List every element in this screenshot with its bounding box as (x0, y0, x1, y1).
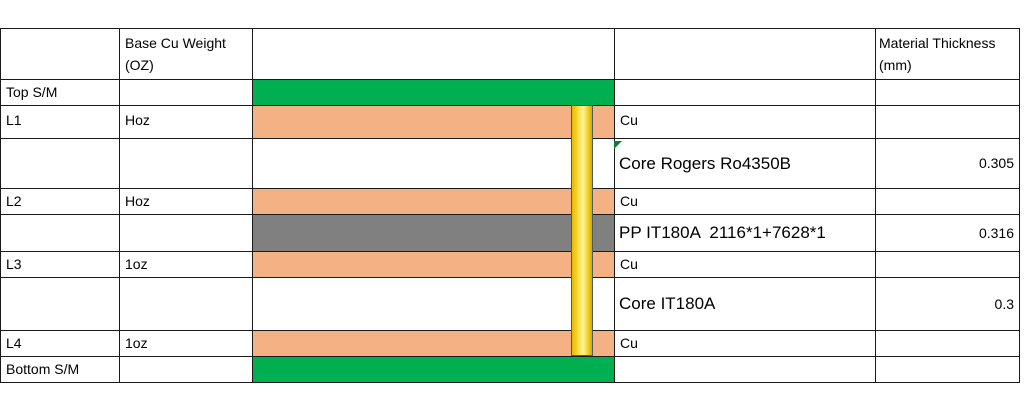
material-name: Cu (620, 193, 638, 209)
grid-line (0, 28, 1, 383)
grid-line (0, 214, 1020, 215)
grid-line (252, 28, 253, 383)
thickness-value: 0.316 (978, 225, 1014, 241)
layer-label: Top S/M (6, 84, 58, 100)
prepreg-band (253, 215, 614, 251)
grid-line (0, 105, 1020, 106)
grid-line (0, 188, 1020, 189)
grid-line (0, 28, 1020, 29)
cu-weight: Hoz (125, 112, 150, 128)
layer-label: L2 (6, 193, 22, 209)
material-name: Cu (620, 335, 638, 351)
material-name: PP IT180A 2116*1+7628*1 (619, 223, 826, 242)
cu-weight: Hoz (125, 193, 150, 209)
plated-via-graphic (571, 105, 593, 356)
grid-line (1019, 28, 1020, 383)
layer-label: Bottom S/M (6, 361, 80, 377)
grid-line (0, 330, 1020, 331)
grid-line (0, 277, 1020, 278)
layer-label: L1 (6, 112, 22, 128)
grid-line (0, 138, 1020, 139)
material-name: Cu (620, 256, 638, 272)
thickness-value: 0.3 (994, 296, 1014, 312)
header-base-cu: Base Cu Weight (OZ) (119, 28, 252, 79)
material-name: Cu (620, 112, 638, 128)
grid-line (875, 28, 876, 383)
header-base-cu-label: Base Cu Weight (125, 35, 226, 51)
cell-comment-marker (614, 141, 622, 149)
l4-copper-band (253, 331, 614, 356)
material-name: Core Rogers Ro4350B (619, 154, 791, 173)
thickness-value: 0.305 (978, 155, 1014, 171)
cu-weight: 1oz (125, 335, 148, 351)
grid-line (0, 251, 1020, 252)
grid-line (0, 79, 1020, 80)
header-thickness: Material Thickness (mm) (875, 28, 1020, 79)
grid-line (119, 28, 120, 383)
material-name: Core IT180A (619, 294, 716, 313)
l1-copper-band (253, 106, 614, 138)
grid-line (0, 382, 1020, 383)
l3-copper-band (253, 252, 614, 277)
top-solder-mask-band (253, 80, 614, 105)
header-thickness-unit: (mm) (879, 57, 912, 73)
cu-weight: 1oz (125, 256, 148, 272)
header-thickness-label: Material Thickness (879, 35, 996, 51)
bottom-solder-mask-band (253, 357, 614, 382)
grid-line (614, 28, 615, 383)
layer-label: L4 (6, 335, 22, 351)
grid-line (0, 356, 1020, 357)
layer-label: L3 (6, 256, 22, 272)
header-base-cu-unit: (OZ) (125, 57, 154, 73)
l2-copper-band (253, 189, 614, 214)
